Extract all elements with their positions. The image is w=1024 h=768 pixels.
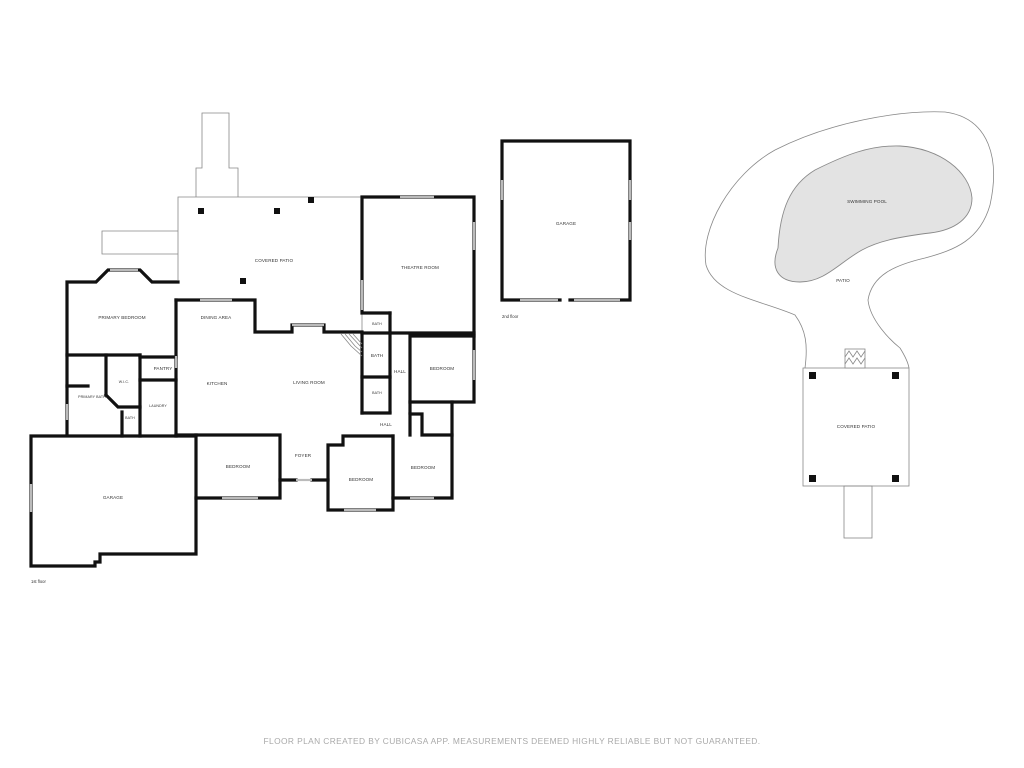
label-primary-bath: PRIMARY BATH [78, 395, 106, 399]
footer-disclaimer: FLOOR PLAN CREATED BY CUBICASA APP. MEAS… [263, 736, 761, 746]
label-covered-patio-pool: COVERED PATIO [837, 424, 876, 429]
label-second-floor: 2nd floor [502, 314, 519, 319]
label-wic: W.I.C. [119, 380, 129, 384]
label-kitchen: KITCHEN [207, 381, 228, 386]
label-patio: PATIO [836, 278, 850, 283]
label-bath-small: BATH [125, 416, 135, 420]
label-dining-area: DINING AREA [201, 315, 233, 320]
label-bedroom-lower-left: BEDROOM [226, 464, 251, 469]
label-pantry: PANTRY [154, 366, 173, 371]
label-bedroom-right: BEDROOM [430, 366, 455, 371]
chimney-walkway [195, 112, 239, 197]
pool-covered-patio-outline [802, 367, 910, 487]
patio-outline [704, 111, 994, 369]
side-walkway [101, 230, 178, 255]
label-theatre-room: THEATRE ROOM [401, 265, 439, 270]
label-living-room: LIVING ROOM [293, 380, 325, 385]
label-bath-lower: BATH [372, 391, 382, 395]
label-covered-patio: COVERED PATIO [255, 258, 294, 263]
label-bedroom-lower-right: BEDROOM [411, 465, 436, 470]
room-labels: COVERED PATIO THEATRE ROOM PRIMARY BEDRO… [78, 199, 887, 500]
windows [29, 195, 476, 512]
floor-labels: 1st floor 2nd floor [31, 314, 519, 584]
stair-symbol [340, 333, 363, 357]
label-primary-bedroom: PRIMARY BEDROOM [98, 315, 145, 320]
patio-columns [198, 197, 314, 284]
covered-patio-outline [177, 196, 362, 280]
label-laundry: LAUNDRY [149, 404, 167, 408]
label-bedroom-lower-mid: BEDROOM [349, 477, 374, 482]
second-floor-garage [500, 139, 632, 302]
label-foyer: FOYER [295, 453, 312, 458]
label-hall-right: HALL [394, 369, 406, 374]
fireplace-symbol [844, 348, 866, 369]
label-garage-1st: GARAGE [103, 495, 123, 500]
first-floor-walls [29, 195, 476, 568]
label-hall-lower: HALL [380, 422, 392, 427]
label-first-floor: 1st floor [31, 579, 47, 584]
pool-area [704, 111, 994, 539]
swimming-pool-shape [774, 145, 973, 283]
label-swimming-pool: SWIMMING POOL [847, 199, 887, 204]
label-bath-mid: BATH [371, 353, 383, 358]
label-garage-2nd: GARAGE [556, 221, 576, 226]
label-bath-upper: BATH [372, 322, 382, 326]
pool-walkway [843, 485, 873, 539]
